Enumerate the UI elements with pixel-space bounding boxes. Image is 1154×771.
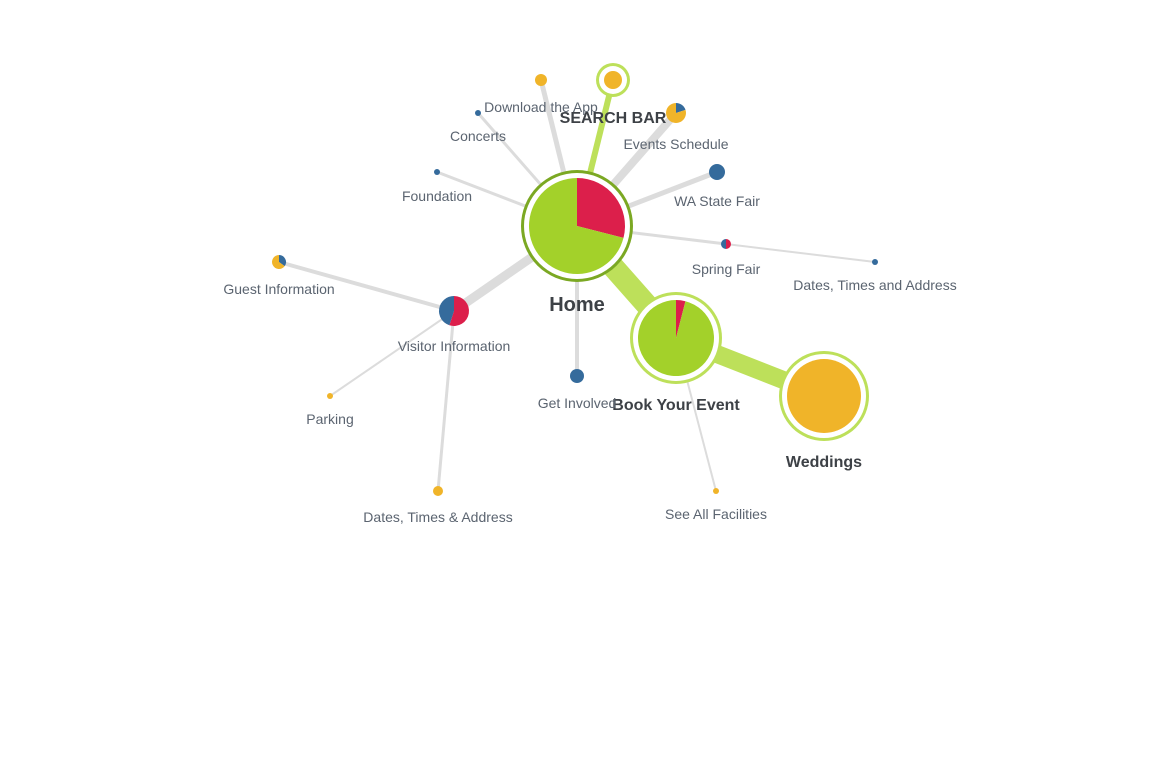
node-wafair[interactable] <box>709 164 725 180</box>
pie-slice-blue <box>721 239 726 249</box>
pie-slice-blue <box>709 164 725 180</box>
nodes-layer <box>271 63 878 496</box>
node-weddings[interactable] <box>779 351 869 441</box>
pie-slice-green <box>529 178 624 275</box>
pie-slice-blue <box>676 103 686 113</box>
node-springfair[interactable] <box>721 239 731 249</box>
node-label-events[interactable]: Events Schedule <box>623 136 728 152</box>
pie-slice-red <box>577 178 626 238</box>
node-label-visitor[interactable]: Visitor Information <box>398 338 511 354</box>
node-label-dates2[interactable]: Dates, Times & Address <box>363 509 512 525</box>
node-label-getinvolved[interactable]: Get Involved <box>538 395 617 411</box>
node-home[interactable] <box>521 170 633 282</box>
pie-slice-yellow <box>666 103 686 123</box>
node-facilities[interactable] <box>713 488 719 494</box>
node-getinvolved[interactable] <box>570 369 584 383</box>
node-label-weddings[interactable]: Weddings <box>786 454 862 471</box>
link-visitor-to-guest <box>278 260 455 313</box>
node-label-concerts[interactable]: Concerts <box>450 128 506 144</box>
link-visitor-to-parking <box>329 310 455 397</box>
node-label-wafair[interactable]: WA State Fair <box>674 193 760 209</box>
node-label-guest[interactable]: Guest Information <box>223 281 334 297</box>
pie-slice-blue <box>438 296 454 326</box>
pie-slice-yellow <box>327 393 333 399</box>
link-visitor-to-dates2 <box>436 310 456 492</box>
node-foundation[interactable] <box>434 169 440 175</box>
pie-slice-red <box>449 296 469 326</box>
pie-slice-blue <box>434 169 440 175</box>
pie-slice-blue <box>279 255 286 267</box>
node-parking[interactable] <box>327 393 333 399</box>
node-label-download[interactable]: Download the App <box>484 99 598 115</box>
pie-slice-blue <box>872 259 878 265</box>
node-label-book[interactable]: Book Your Event <box>612 397 740 414</box>
node-guest[interactable] <box>271 255 286 270</box>
pie-slice-red <box>676 300 686 338</box>
node-search[interactable] <box>596 63 630 97</box>
node-label-dates1[interactable]: Dates, Times and Address <box>793 277 956 293</box>
node-book[interactable] <box>630 292 722 384</box>
node-label-foundation[interactable]: Foundation <box>402 188 472 204</box>
node-label-home[interactable]: Home <box>549 294 605 316</box>
node-label-springfair[interactable]: Spring Fair <box>692 261 761 277</box>
pie-slice-green <box>637 299 714 376</box>
node-dates1[interactable] <box>872 259 878 265</box>
node-dates2[interactable] <box>433 486 443 496</box>
node-concerts[interactable] <box>475 110 481 116</box>
links-layer <box>278 79 876 492</box>
pie-slice-yellow <box>787 359 861 433</box>
link-springfair-to-dates1 <box>725 243 876 263</box>
pie-slice-yellow <box>433 486 443 496</box>
pie-slice-blue <box>475 110 481 116</box>
node-label-search[interactable]: SEARCH BAR <box>560 110 667 127</box>
pie-slice-yellow <box>604 71 622 89</box>
pie-slice-blue <box>570 369 584 383</box>
node-visitor[interactable] <box>438 296 469 326</box>
pie-slice-yellow <box>271 255 285 270</box>
pie-slice-yellow <box>713 488 719 494</box>
node-download[interactable] <box>535 74 547 86</box>
pie-slice-red <box>726 239 731 249</box>
node-events[interactable] <box>666 103 686 123</box>
node-label-parking[interactable]: Parking <box>306 411 353 427</box>
pie-slice-yellow <box>535 74 547 86</box>
node-label-facilities[interactable]: See All Facilities <box>665 506 767 522</box>
